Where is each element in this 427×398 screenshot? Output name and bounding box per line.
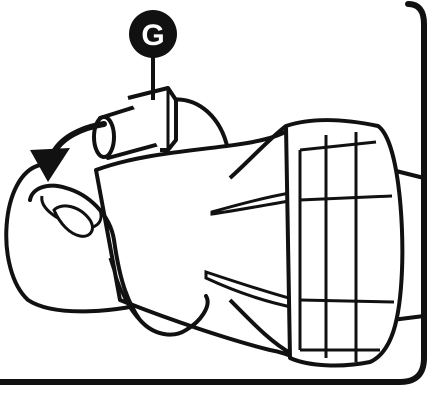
callout-badge: G: [129, 10, 177, 58]
callout-letter: G: [141, 19, 164, 52]
connector-body: [96, 126, 300, 360]
threaded-collar: [286, 120, 402, 365]
